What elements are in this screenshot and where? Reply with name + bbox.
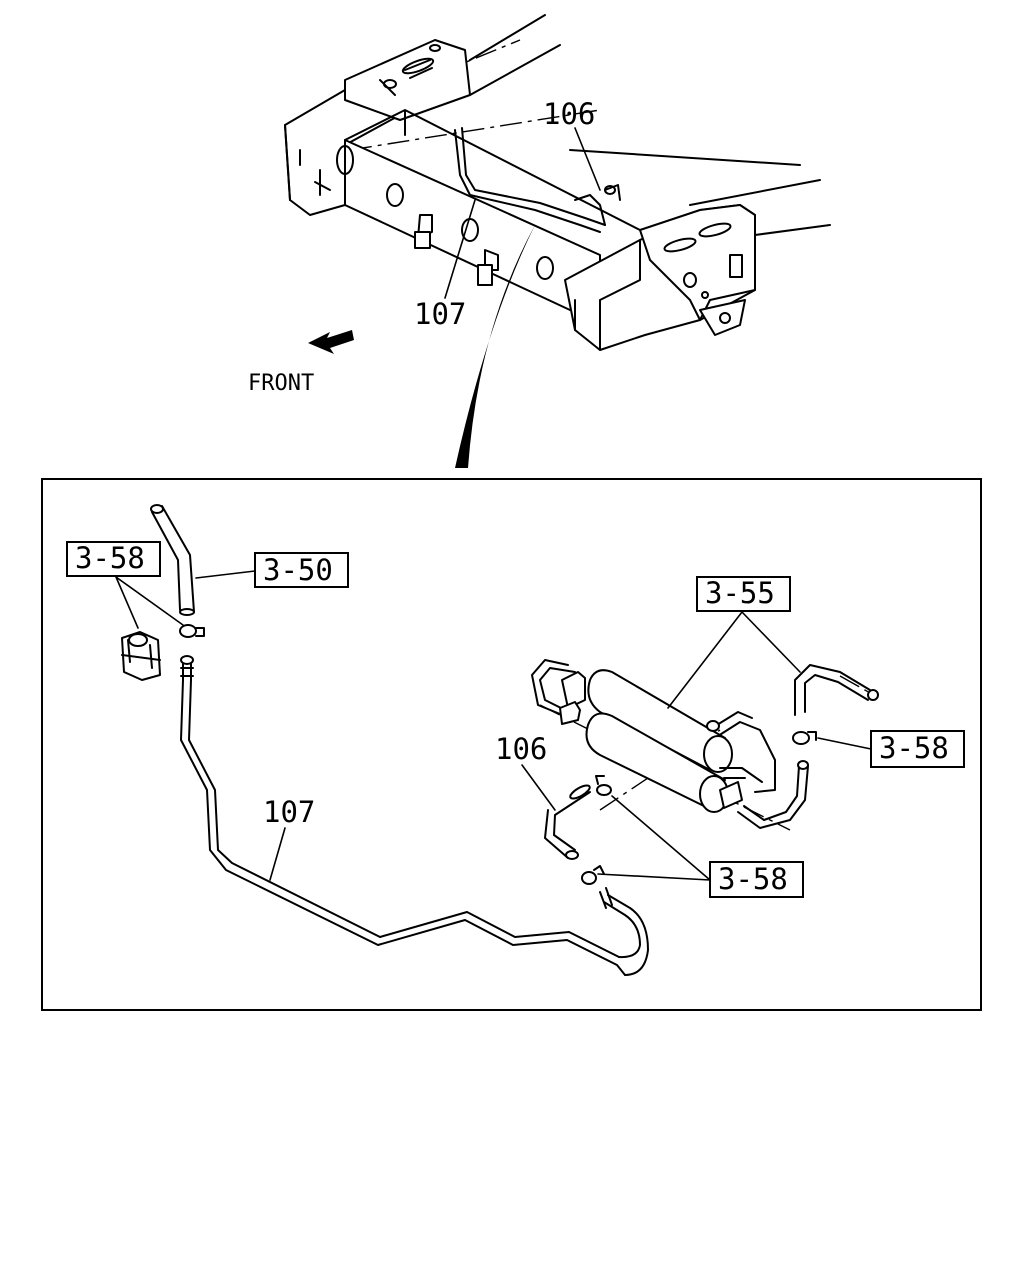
callout-3-50: 3-50 xyxy=(195,552,349,588)
hose-upper-right xyxy=(794,664,879,716)
hose-clamp-right xyxy=(792,731,817,745)
callout-3-58-bottom: 3-58 xyxy=(597,795,804,898)
frame-crossmember-illustration xyxy=(284,14,831,351)
hose-clamp-106-bottom xyxy=(581,865,605,885)
ref-3-58-label-left: 3-58 xyxy=(75,541,145,575)
callout-3-58-left: 3-58 xyxy=(66,541,184,629)
ref-3-55-label: 3-55 xyxy=(705,576,775,610)
callout-3-55: 3-55 xyxy=(667,576,801,709)
callout-107-detail-label: 107 xyxy=(263,795,315,829)
hose-3-50 xyxy=(150,504,195,616)
front-direction-indicator: FRONT xyxy=(248,330,354,396)
hose-clamp-left xyxy=(179,624,205,638)
front-label: FRONT xyxy=(248,371,314,396)
callout-107-detail: 107 xyxy=(263,795,315,881)
callout-106-detail-label: 106 xyxy=(495,732,547,766)
callout-106-detail: 106 xyxy=(495,732,556,811)
front-arrow-icon xyxy=(308,330,354,354)
ref-3-58-label-bottom: 3-58 xyxy=(718,862,788,896)
fuel-pipe-107 xyxy=(180,655,649,976)
detail-connector xyxy=(455,225,535,468)
callout-106-label: 106 xyxy=(543,97,595,131)
detail-view-frame xyxy=(41,478,982,1011)
fuel-filter-assembly xyxy=(531,659,809,831)
clip-bracket xyxy=(121,631,161,681)
callout-107-top: 107 xyxy=(414,199,476,331)
hose-clamp-106-top xyxy=(595,775,612,796)
ref-3-50-label: 3-50 xyxy=(263,553,333,587)
callout-107-label: 107 xyxy=(414,297,466,331)
hose-106 xyxy=(544,784,591,860)
ref-3-58-label-right: 3-58 xyxy=(879,731,949,765)
callout-106-top: 106 xyxy=(543,97,601,191)
callout-3-58-right: 3-58 xyxy=(817,730,965,768)
